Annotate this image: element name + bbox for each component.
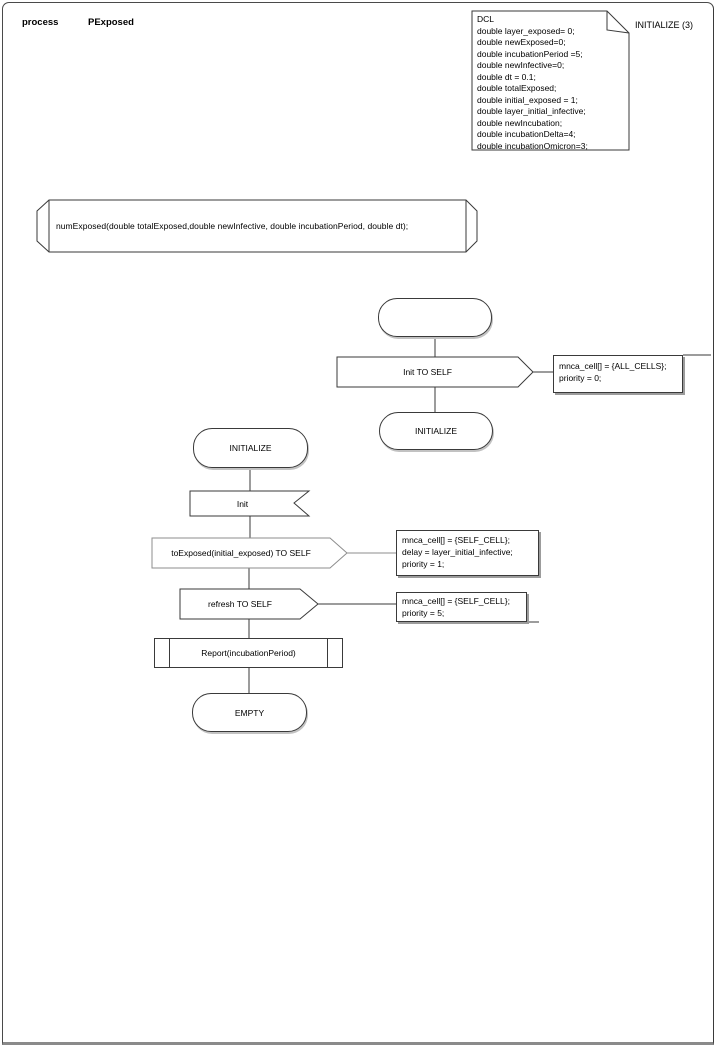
input-init-shape[interactable] <box>190 491 309 516</box>
empty-state-label: EMPTY <box>234 707 265 718</box>
initialize-state-label: INITIALIZE <box>229 443 272 453</box>
procedure-call-left-rail <box>169 639 170 667</box>
output-toexposed-label: toExposed(initial_exposed) TO SELF <box>171 548 311 558</box>
procedure-declaration-text: numExposed(double totalExposed,double ne… <box>56 221 409 231</box>
output-refresh-shape[interactable] <box>180 589 318 619</box>
output-init-to-self-shape[interactable] <box>337 357 533 387</box>
procedure-call-label: Report(incubationPeriod) <box>201 648 296 658</box>
input-init-label: Init <box>236 498 249 509</box>
output-toexposed-shape[interactable] <box>152 538 347 568</box>
procedure-call-right-rail <box>327 639 328 667</box>
start-state[interactable] <box>378 298 492 337</box>
note-folded-corner-icon <box>607 11 629 33</box>
comment-init-output[interactable]: mnca_cell[] = {ALL_CELLS}; priority = 0; <box>553 355 683 393</box>
process-name-label[interactable]: PExposed <box>88 17 134 28</box>
declarations-note-shape[interactable] <box>472 11 629 150</box>
procedure-call-report[interactable]: Report(incubationPeriod) <box>154 638 343 668</box>
declarations-note-text: DCL double layer_exposed= 0; double newE… <box>477 14 588 151</box>
process-kind-label[interactable]: process <box>22 17 59 28</box>
output-init-to-self-label: Init TO SELF <box>403 367 452 377</box>
comment-toexposed-output[interactable]: mnca_cell[] = {SELF_CELL}; delay = layer… <box>396 530 539 576</box>
initialize-next-state-label: INITIALIZE <box>414 426 458 436</box>
empty-state[interactable]: EMPTY <box>192 693 307 732</box>
page-label[interactable]: INITIALIZE (3) <box>635 20 694 30</box>
output-refresh-label: refresh TO SELF <box>208 599 272 609</box>
start-state-label <box>379 299 491 336</box>
initialize-next-state[interactable]: INITIALIZE <box>379 412 493 450</box>
initialize-state[interactable]: INITIALIZE <box>193 428 308 468</box>
comment-refresh-output[interactable]: mnca_cell[] = {SELF_CELL}; priority = 5; <box>396 592 527 622</box>
